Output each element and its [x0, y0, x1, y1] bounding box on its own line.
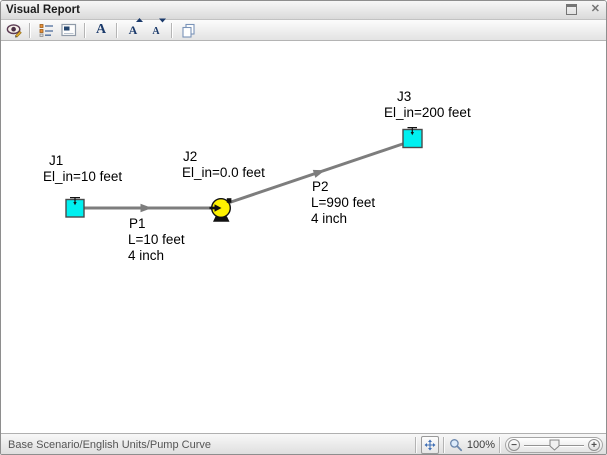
font-a-icon: A	[128, 23, 138, 37]
pipe-diameter: 4 inch	[128, 248, 165, 263]
zoom-controls: 100% − +	[414, 434, 603, 454]
display-options-button[interactable]	[35, 21, 57, 39]
junction-elevation: El_in=200 feet	[384, 105, 471, 120]
close-icon[interactable]: ✕	[590, 3, 600, 15]
picture-frame-icon	[61, 23, 77, 37]
maximize-icon[interactable]	[565, 3, 577, 15]
show-title-button[interactable]	[58, 21, 80, 39]
pipe-length: L=990 feet	[311, 195, 376, 210]
zoom-slider-group: − +	[505, 437, 603, 453]
statusbar-separator	[442, 437, 445, 453]
junction-id: J3	[397, 89, 412, 104]
font-a-icon: A	[152, 26, 160, 37]
copy-button[interactable]	[177, 21, 199, 39]
toolbar-separator	[171, 22, 173, 38]
junction-id: J1	[49, 153, 64, 168]
label-junction-j2[interactable]: J2 El_in=0.0 feet	[182, 149, 265, 181]
pipe-p2-flow-arrow	[312, 169, 325, 178]
pipe-length: L=10 feet	[128, 232, 185, 247]
model-canvas[interactable]: J1 El_in=10 feet J2 El_in=0.0 feet J3 El…	[1, 41, 606, 433]
visual-report-control-button[interactable]	[3, 21, 25, 39]
scenario-status: Base Scenario/English Units/Pump Curve	[8, 439, 211, 451]
font-a-icon: A	[95, 22, 107, 37]
eye-edit-icon	[6, 23, 22, 38]
pipe-id: P2	[312, 179, 329, 194]
zoom-in-icon[interactable]: +	[588, 439, 600, 451]
zoom-out-icon[interactable]: −	[508, 439, 520, 451]
pump-j2-icon[interactable]	[209, 197, 232, 222]
fit-arrows-icon	[424, 439, 436, 451]
fit-to-window-button[interactable]	[420, 436, 439, 454]
label-junction-j1[interactable]: J1 El_in=10 feet	[43, 153, 122, 185]
zoom-slider-track[interactable]	[523, 439, 585, 451]
statusbar-separator	[499, 437, 501, 453]
window-buttons: ✕	[565, 3, 600, 15]
zoom-level: 100%	[466, 439, 495, 451]
reservoir-j1-icon[interactable]	[65, 197, 85, 218]
junction-elevation: El_in=10 feet	[43, 169, 123, 184]
pipe-id: P1	[129, 216, 146, 231]
toolbar-separator	[84, 22, 86, 38]
label-pipe-p1[interactable]: P1 L=10 feet 4 inch	[128, 216, 185, 264]
magnifier-icon	[449, 439, 462, 452]
caret-down-icon	[158, 18, 166, 23]
status-bar: Base Scenario/English Units/Pump Curve 1…	[1, 433, 606, 454]
toolbar-separator	[116, 22, 118, 38]
junction-elevation: El_in=0.0 feet	[182, 165, 265, 180]
window-title: Visual Report	[6, 4, 80, 16]
increase-font-button[interactable]: A	[122, 18, 144, 39]
pipe-diameter: 4 inch	[311, 211, 348, 226]
list-options-icon	[39, 24, 53, 37]
copy-icon	[181, 23, 195, 38]
font-button[interactable]: A	[90, 21, 112, 39]
title-bar: Visual Report ✕	[1, 1, 606, 20]
toolbar: A A A	[1, 18, 606, 41]
decrease-font-button[interactable]: A	[145, 18, 167, 39]
caret-up-icon	[136, 18, 144, 22]
pipe-p1-flow-arrow	[140, 203, 152, 213]
statusbar-separator	[414, 437, 417, 453]
label-junction-j3[interactable]: J3 El_in=200 feet	[384, 89, 471, 121]
junction-id: J2	[183, 149, 198, 164]
label-pipe-p2[interactable]: P2 L=990 feet 4 inch	[311, 179, 375, 227]
reservoir-j3-icon[interactable]	[402, 127, 423, 149]
zoom-slider-thumb[interactable]	[549, 439, 560, 451]
toolbar-separator	[29, 22, 31, 38]
pipe-network-diagram	[65, 127, 423, 222]
